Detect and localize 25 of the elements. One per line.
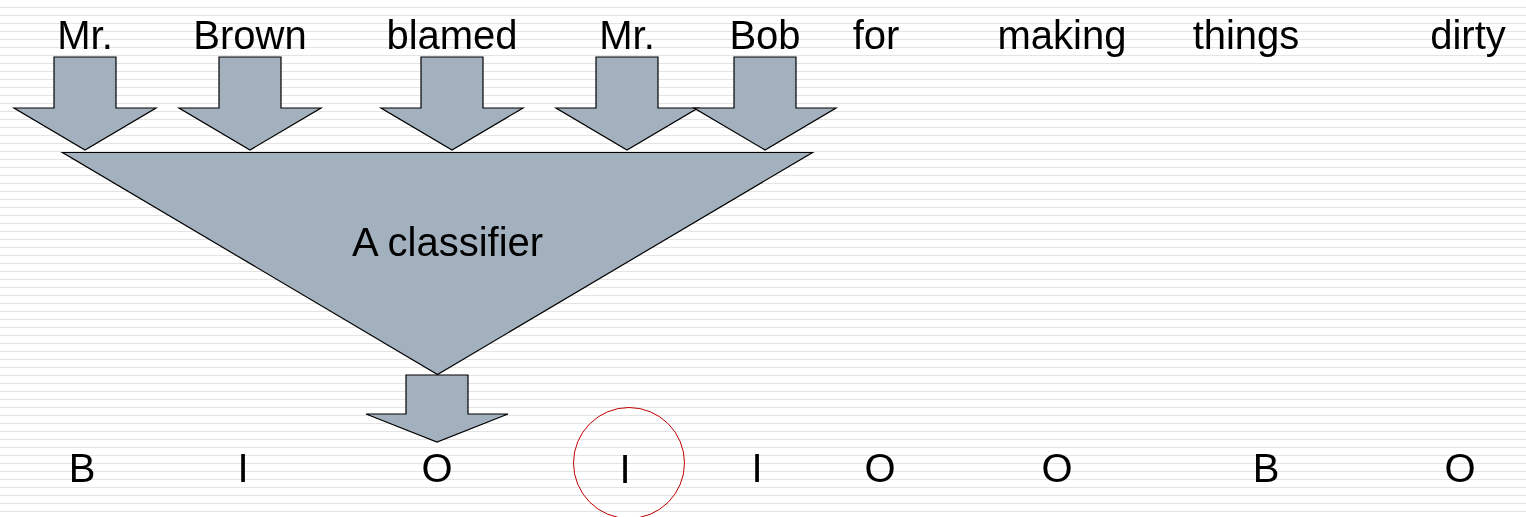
output-tag: O (1041, 448, 1073, 488)
output-tag: B (1252, 448, 1280, 488)
output-tag: O (421, 448, 453, 488)
input-word: making (997, 15, 1127, 55)
input-word: Mr. (599, 15, 655, 55)
output-tag: I (619, 449, 631, 489)
input-word: blamed (386, 15, 518, 55)
classifier-triangle (62, 152, 813, 375)
block-arrow (378, 56, 526, 151)
input-word: dirty (1430, 15, 1506, 55)
block-arrow (365, 374, 509, 443)
block-arrow (691, 56, 839, 151)
input-word: Bob (729, 15, 801, 55)
block-arrow (176, 56, 324, 151)
output-tag: B (68, 448, 96, 488)
output-tag: I (237, 448, 249, 488)
output-tag: O (864, 448, 896, 488)
input-word: Brown (193, 15, 307, 55)
output-tag: O (1444, 448, 1476, 488)
block-arrow (11, 56, 159, 151)
input-word: for (852, 15, 900, 55)
classifier-label: A classifier (351, 222, 544, 262)
input-word: things (1192, 15, 1300, 55)
input-word: Mr. (57, 15, 113, 55)
output-tag: I (751, 448, 763, 488)
